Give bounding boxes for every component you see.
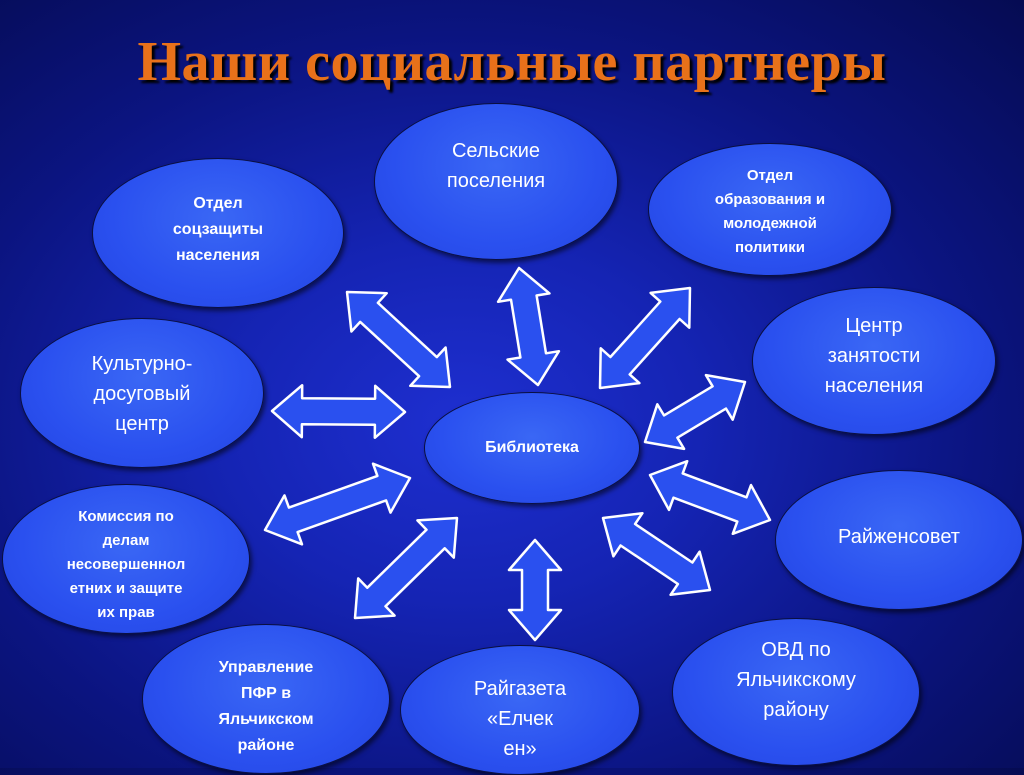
partner-label: Управление ПФР в Яльчикском районе xyxy=(218,659,314,754)
arrow-commission xyxy=(263,462,412,546)
arrow-employment xyxy=(643,373,747,451)
partner-label: Отдел соцзащиты населения xyxy=(172,195,264,264)
arrow-newspaper xyxy=(507,538,563,642)
partner-label: ОВД по Яльчикскому району xyxy=(736,639,856,721)
partner-police-department: ОВД по Яльчикскому району xyxy=(672,618,920,766)
partner-label: Сельские поселения xyxy=(446,140,546,192)
partner-cultural-center: Культурно- досуговый центр xyxy=(20,318,264,468)
arrow-police xyxy=(601,511,712,597)
partner-label: Центр занятости населения xyxy=(824,315,924,397)
arrow-education xyxy=(598,286,692,390)
partner-label: Райгазета «Елчек ен» xyxy=(473,678,567,760)
arrow-culture xyxy=(270,383,407,440)
partner-rural-settlements: Сельские поселения xyxy=(374,103,618,260)
arrow-pension xyxy=(353,516,459,620)
partner-label: Культурно- досуговый центр xyxy=(91,353,193,435)
arrow-social xyxy=(345,290,452,389)
center-node-library: Библиотека xyxy=(424,392,640,504)
partner-pension-fund: Управление ПФР в Яльчикском районе xyxy=(142,624,390,774)
partner-womens-council: Райженсовет xyxy=(775,470,1023,610)
partner-label: Комиссия по делам несовершеннол етних и … xyxy=(66,508,186,621)
partner-minors-commission: Комиссия по делам несовершеннол етних и … xyxy=(2,484,250,634)
arrow-council xyxy=(648,459,772,536)
page-title: Наши социальные партнеры xyxy=(137,31,887,93)
partner-district-newspaper: Райгазета «Елчек ен» xyxy=(400,645,640,775)
partner-employment-center: Центр занятости населения xyxy=(752,287,996,435)
partner-education-department: Отдел образования и молодежной политики xyxy=(648,143,892,276)
arrow-rural xyxy=(496,266,561,387)
partner-label: Отдел образования и молодежной политики xyxy=(714,167,826,256)
partner-social-protection: Отдел соцзащиты населения xyxy=(92,158,344,308)
partner-label: Райженсовет xyxy=(838,526,960,548)
